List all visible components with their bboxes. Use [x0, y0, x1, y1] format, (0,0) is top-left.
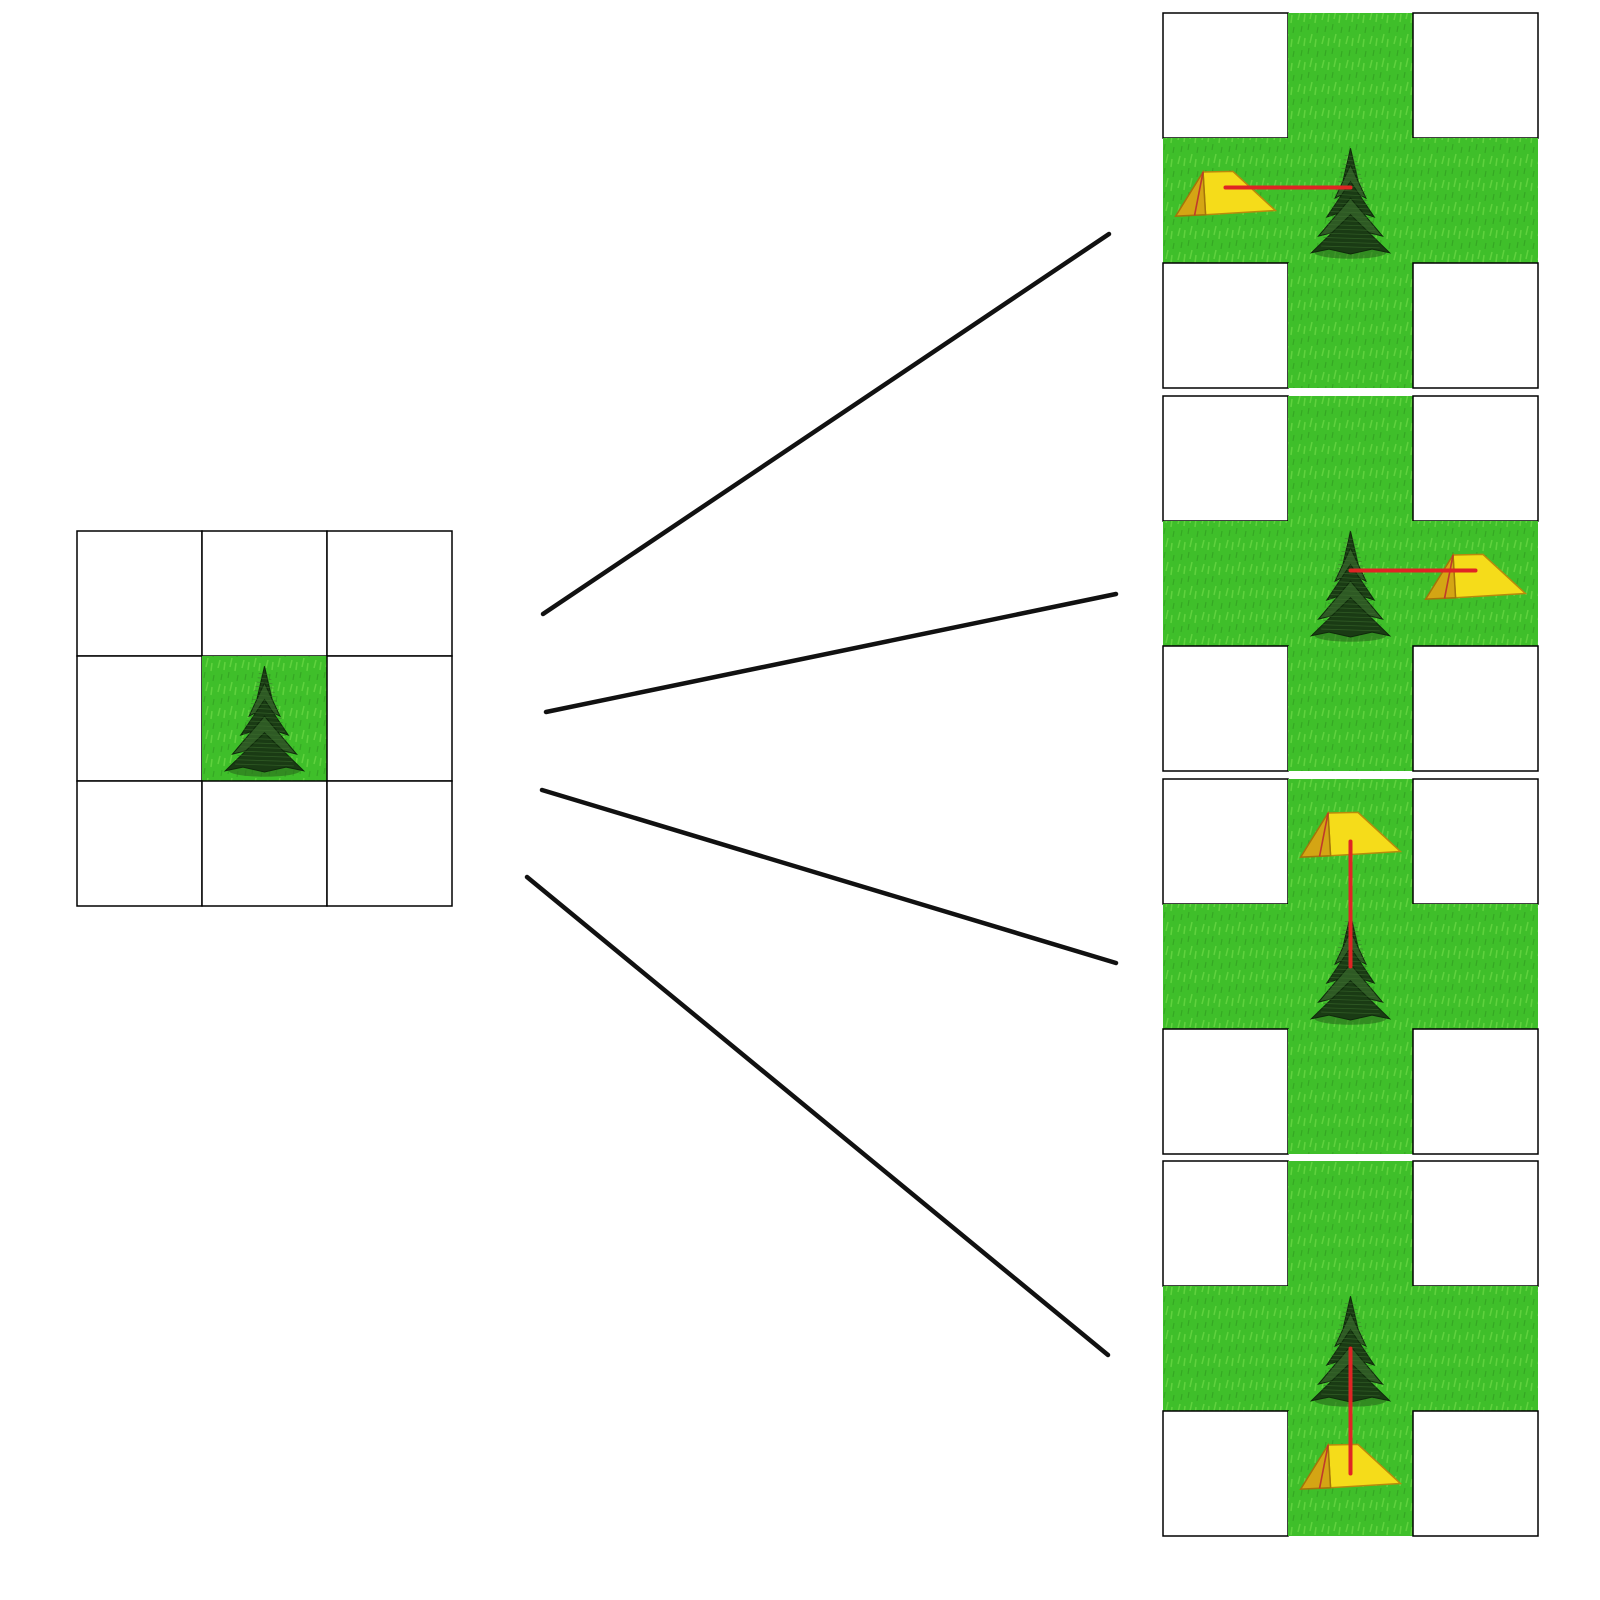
empty-cell [1162, 1410, 1289, 1537]
option-3-cell [1162, 1028, 1289, 1155]
grass-cell [1163, 904, 1288, 1029]
source-grid-cell [201, 780, 328, 907]
option-4-cell [1412, 1410, 1539, 1537]
tent-icon [1424, 552, 1528, 600]
grass-cell [1413, 904, 1538, 1029]
empty-cell [1412, 1028, 1539, 1155]
empty-cell [326, 655, 453, 782]
source-grid-cell [76, 780, 203, 907]
option-3-cell [1412, 778, 1539, 905]
empty-cell [1162, 1028, 1289, 1155]
grass-cell [1413, 138, 1538, 263]
option-4-cell [1288, 1411, 1413, 1536]
option-3-cell [1163, 904, 1288, 1029]
empty-cell [76, 530, 203, 657]
grass-cell [1288, 396, 1413, 521]
option-2-cell [1412, 645, 1539, 772]
empty-cell [1162, 262, 1289, 389]
option-3-cell [1288, 1029, 1413, 1154]
option-2-cell [1412, 395, 1539, 522]
empty-cell [1412, 1160, 1539, 1287]
option-1-cell [1412, 12, 1539, 139]
empty-cell [201, 780, 328, 907]
connector-line-2 [543, 591, 1119, 715]
connector-line-1 [540, 231, 1112, 617]
option-1-cell [1412, 262, 1539, 389]
empty-cell [76, 780, 203, 907]
empty-cell [326, 530, 453, 657]
empty-cell [1412, 12, 1539, 139]
empty-cell [1162, 1160, 1289, 1287]
option-4-cell [1413, 1286, 1538, 1411]
grass-cell [1288, 646, 1413, 771]
empty-cell [1162, 778, 1289, 905]
option-3-cell [1162, 778, 1289, 905]
option-2-cell [1288, 646, 1413, 771]
option-4-cell [1288, 1161, 1413, 1286]
option-4-cell [1163, 1286, 1288, 1411]
option-2-cell [1413, 521, 1538, 646]
option-1-cell [1288, 138, 1413, 263]
option-2-cell [1288, 396, 1413, 521]
option-3-cell [1412, 1028, 1539, 1155]
option-2-cell [1162, 645, 1289, 772]
grass-cell [1288, 1161, 1413, 1286]
empty-cell [1412, 395, 1539, 522]
empty-cell [1162, 645, 1289, 772]
option-1-cell [1163, 138, 1288, 263]
option-1-cell [1162, 12, 1289, 139]
empty-cell [1162, 395, 1289, 522]
connector-line-4 [524, 874, 1111, 1358]
option-2-cell [1163, 521, 1288, 646]
option-1-cell [1162, 262, 1289, 389]
pine-tree-icon [223, 666, 306, 777]
pine-tree-icon [1309, 148, 1392, 259]
source-grid-cell [326, 530, 453, 657]
grass-cell [1288, 263, 1413, 388]
empty-cell [76, 655, 203, 782]
connector-line-3 [539, 787, 1119, 966]
option-3-cell [1413, 904, 1538, 1029]
option-2-cell [1162, 395, 1289, 522]
grass-cell [1163, 1286, 1288, 1411]
grass-cell [1163, 521, 1288, 646]
source-grid-cell [326, 655, 453, 782]
pine-tree-icon [1309, 531, 1392, 642]
option-4-cell [1162, 1410, 1289, 1537]
grass-cell [1288, 1029, 1413, 1154]
source-grid-cell [326, 780, 453, 907]
source-grid-cell [76, 655, 203, 782]
empty-cell [1412, 645, 1539, 772]
grass-cell [1413, 1286, 1538, 1411]
source-grid-cell [202, 656, 327, 781]
option-4-cell [1412, 1160, 1539, 1287]
option-1-cell [1288, 13, 1413, 138]
tent-icon [1174, 169, 1278, 217]
source-grid-cell [201, 530, 328, 657]
empty-cell [1412, 1410, 1539, 1537]
option-2-cell [1288, 521, 1413, 646]
empty-cell [1412, 262, 1539, 389]
empty-cell [1162, 12, 1289, 139]
empty-cell [1412, 778, 1539, 905]
option-1-cell [1413, 138, 1538, 263]
source-grid-cell [76, 530, 203, 657]
empty-cell [326, 780, 453, 907]
option-1-cell [1288, 263, 1413, 388]
empty-cell [201, 530, 328, 657]
tent-icon [1299, 1442, 1403, 1490]
tent-icon [1299, 810, 1403, 858]
grass-cell [1288, 13, 1413, 138]
option-4-cell [1162, 1160, 1289, 1287]
